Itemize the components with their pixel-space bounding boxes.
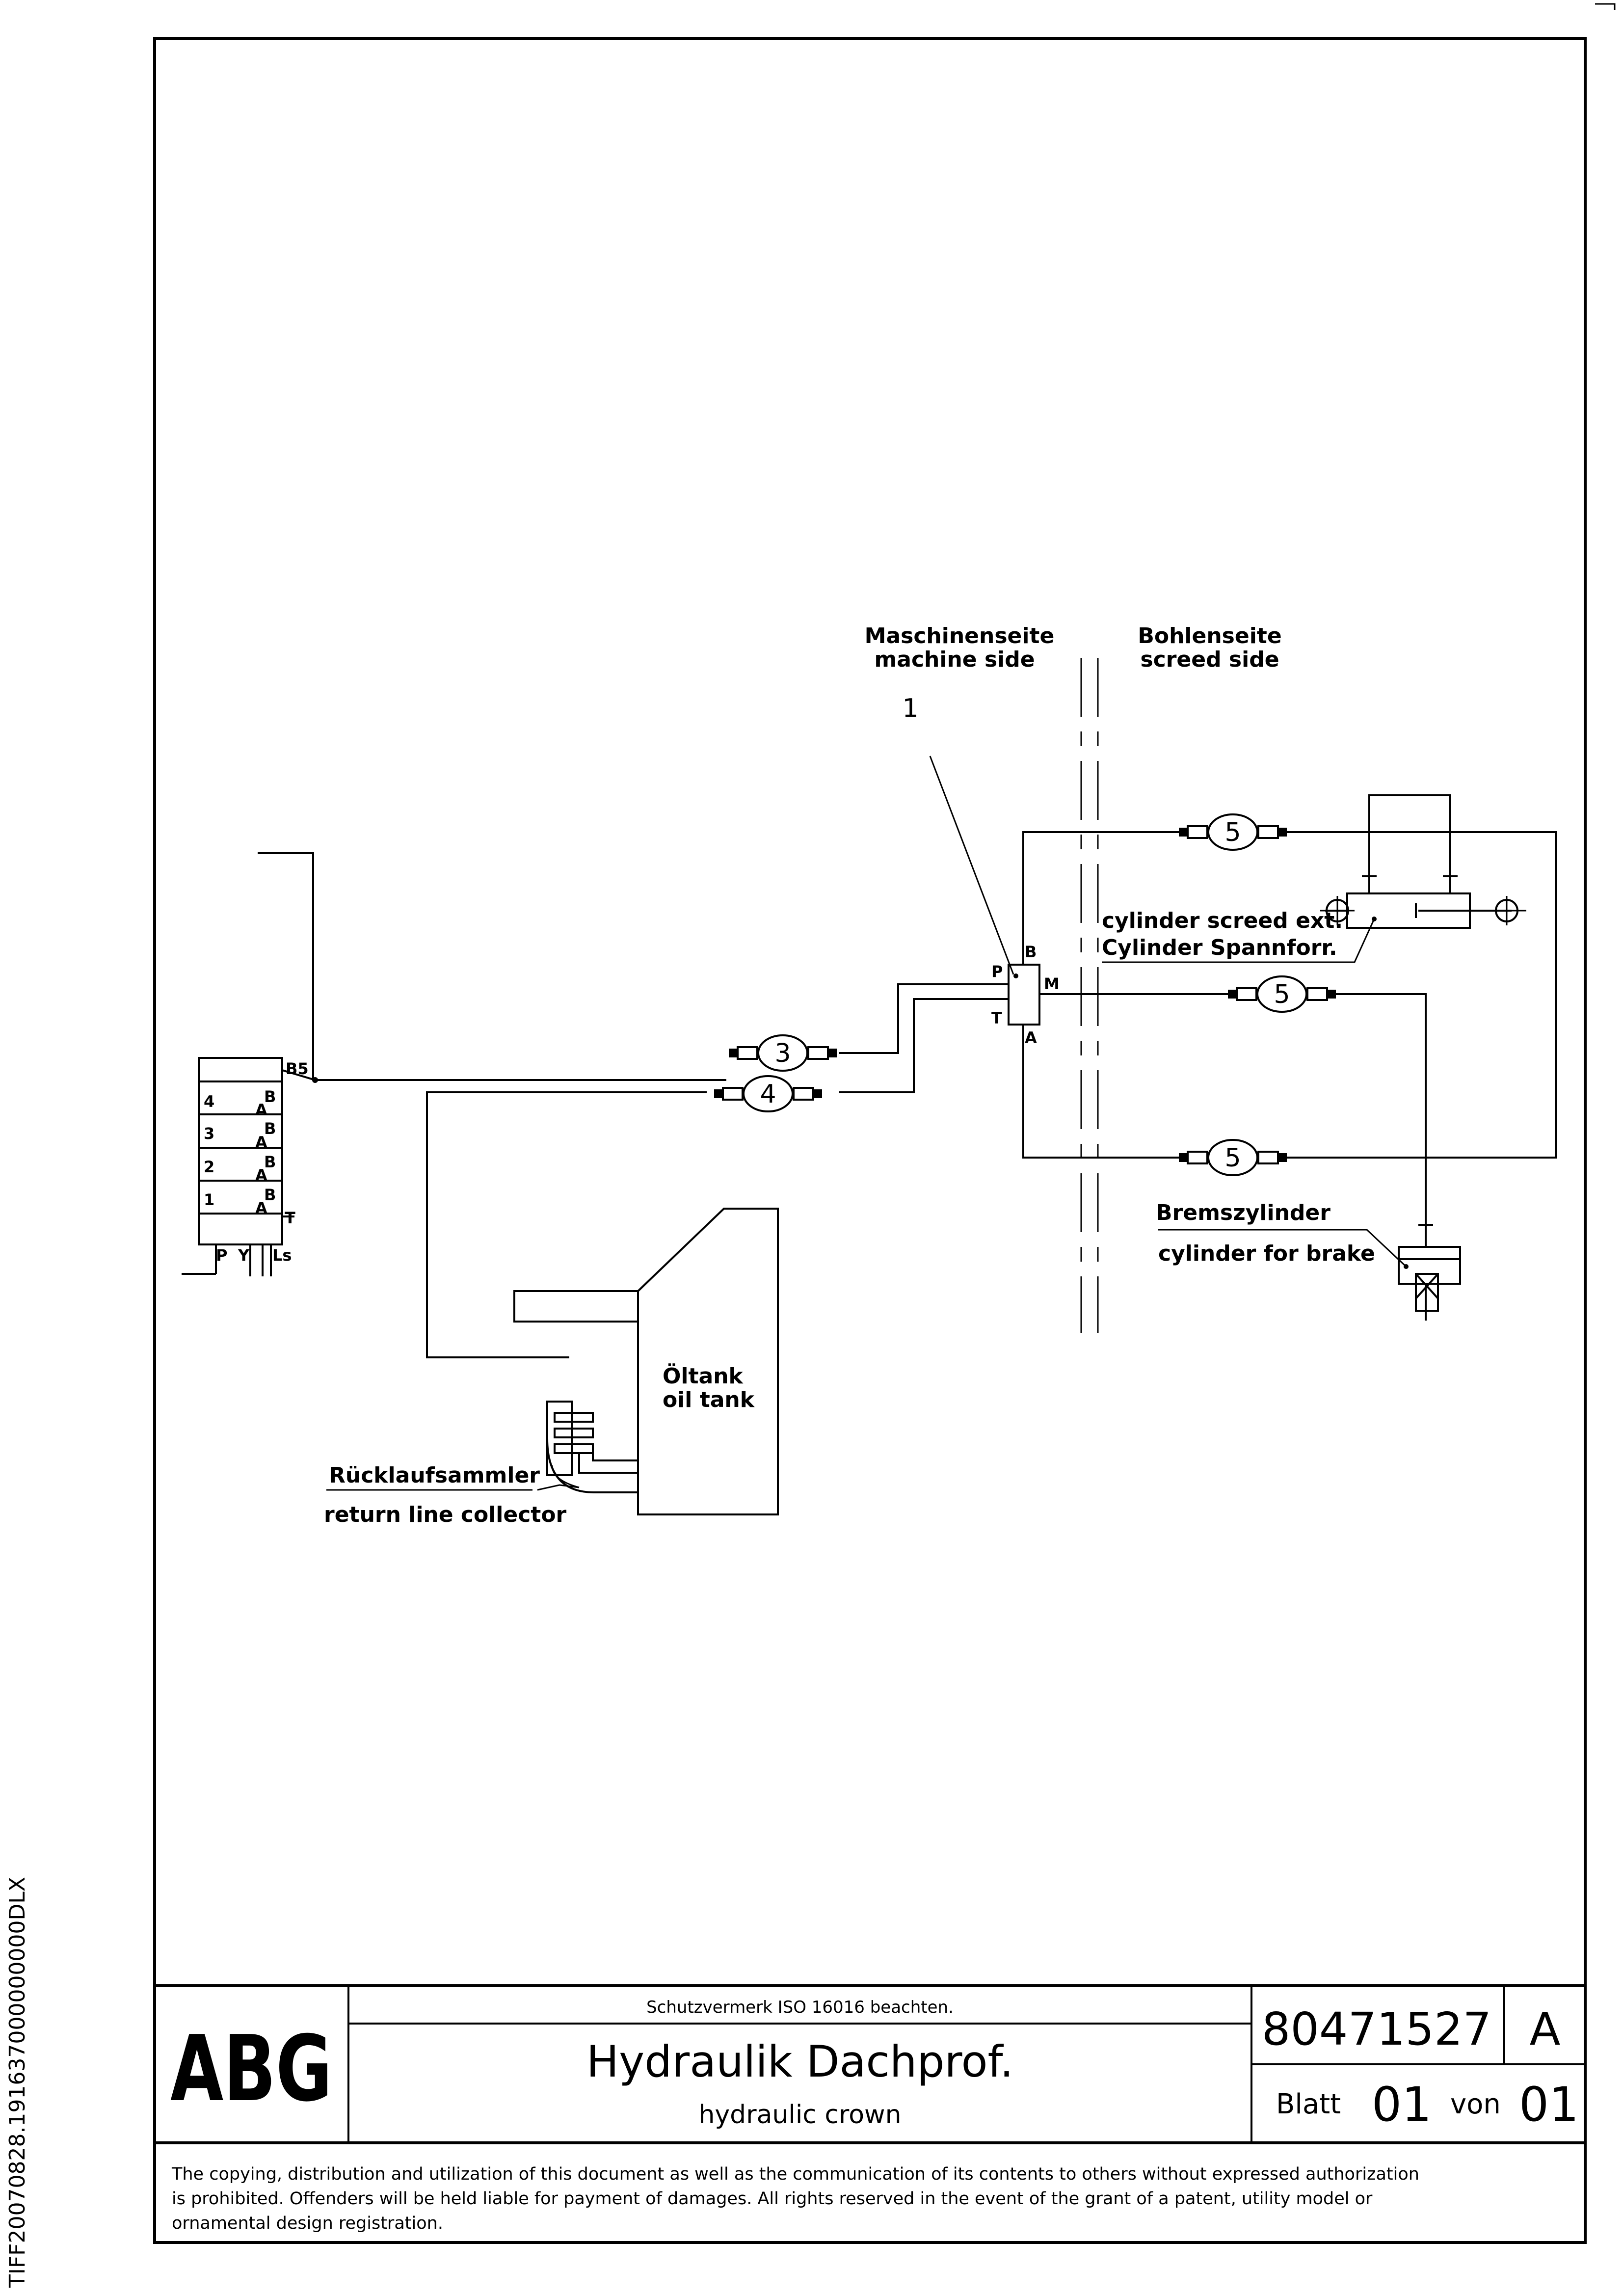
side-identifier: TIFF20070828.191637000000000DLX (5, 1877, 30, 2288)
section-2-num: 2 (204, 1158, 214, 1176)
tank-label-en: oil tank (663, 1387, 755, 1412)
header-screed-de: Bohlenseite (1138, 623, 1281, 648)
port-t: T (285, 1209, 295, 1227)
collector-label-en: return line collector (324, 1502, 567, 1527)
control-valve-block (198, 1057, 316, 1245)
section-1-a: A (255, 1199, 267, 1217)
valve-port-b: B (1025, 943, 1037, 961)
cylinder-label-en: cylinder screed ext. (1102, 908, 1343, 933)
cylinder-label-de: Cylinder Spannforr. (1102, 935, 1337, 960)
sheet-of-label: von (1450, 2088, 1501, 2120)
title-de: Hydraulik Dachprof. (586, 2036, 1013, 2087)
sheet-number: 01 (1372, 2077, 1432, 2132)
item-ref-1: 1 (902, 694, 918, 723)
valve-port-a: A (1025, 1028, 1037, 1047)
port-ls: Ls (272, 1246, 292, 1265)
header-machine-en: machine side (874, 647, 1035, 672)
brake-label-en: cylinder for brake (1158, 1241, 1375, 1266)
valve-port-p: P (991, 962, 1003, 981)
valve-port-m: M (1044, 974, 1060, 993)
title-en: hydraulic crown (698, 2100, 901, 2130)
sheet-label: Blatt (1276, 2088, 1341, 2120)
section-2-b: B (264, 1153, 276, 1171)
copyright-line-2: is prohibited. Offenders will be held li… (172, 2189, 1373, 2209)
line-cylinder-ports (1368, 794, 1451, 876)
line-p (839, 983, 1009, 1054)
section-1-num: 1 (204, 1190, 214, 1209)
port-y: Y (238, 1246, 250, 1265)
section-3-a: A (255, 1133, 267, 1152)
revision: A (1530, 2003, 1561, 2055)
corner-mark (1595, 3, 1616, 10)
brake-label-de: Bremszylinder (1156, 1200, 1330, 1225)
section-4-a: A (255, 1101, 267, 1119)
valve-port-t: T (991, 1009, 1002, 1027)
section-4-num: 4 (204, 1092, 214, 1111)
section-4-b: B (264, 1087, 276, 1106)
sheet-total: 01 (1519, 2077, 1579, 2132)
hose-5c-label: 5 (1224, 1143, 1241, 1173)
b5-line (258, 852, 726, 1083)
return-line-collector (326, 1401, 638, 1493)
copyright-line-3: ornamental design registration. (172, 2214, 443, 2233)
port-p: P (216, 1246, 227, 1265)
port-b5: B5 (286, 1059, 309, 1078)
collector-label-de: Rücklaufsammler (329, 1463, 540, 1488)
protection-note: Schutzvermerk ISO 16016 beachten. (646, 1998, 954, 2017)
control-block-bottom-ports (182, 1244, 272, 1276)
title-block (155, 1984, 1585, 2144)
section-3-num: 3 (204, 1124, 214, 1143)
hose-3-label: 3 (774, 1039, 791, 1068)
section-1-b: B (264, 1186, 276, 1204)
hose-4-label: 4 (760, 1080, 776, 1109)
line-t (839, 998, 1009, 1093)
header-machine-de: Maschinenseite (865, 623, 1055, 648)
drawing-frame (153, 37, 1587, 2244)
separation-line (1080, 658, 1099, 1333)
line-loop-ab (1022, 831, 1557, 1159)
section-2-a: A (255, 1166, 267, 1185)
line-return (426, 1091, 707, 1358)
hose-5a-label: 5 (1224, 818, 1241, 847)
tank-label-de: Öltank (663, 1363, 744, 1389)
hose-5b-label: 5 (1274, 980, 1290, 1009)
cylinder-screed-ext (1102, 875, 1526, 963)
item-ref-leader (929, 756, 1014, 975)
abg-logo: ABG (170, 2016, 332, 2122)
oil-tank (513, 1208, 779, 1515)
drawing-number: 80471527 (1262, 2003, 1491, 2055)
header-screed-en: screed side (1140, 647, 1279, 672)
copyright-line-1: The copying, distribution and utilizatio… (171, 2164, 1419, 2184)
line-m-brake (1039, 993, 1427, 1225)
brake-cylinder (1158, 1224, 1461, 1321)
section-3-b: B (264, 1119, 276, 1138)
